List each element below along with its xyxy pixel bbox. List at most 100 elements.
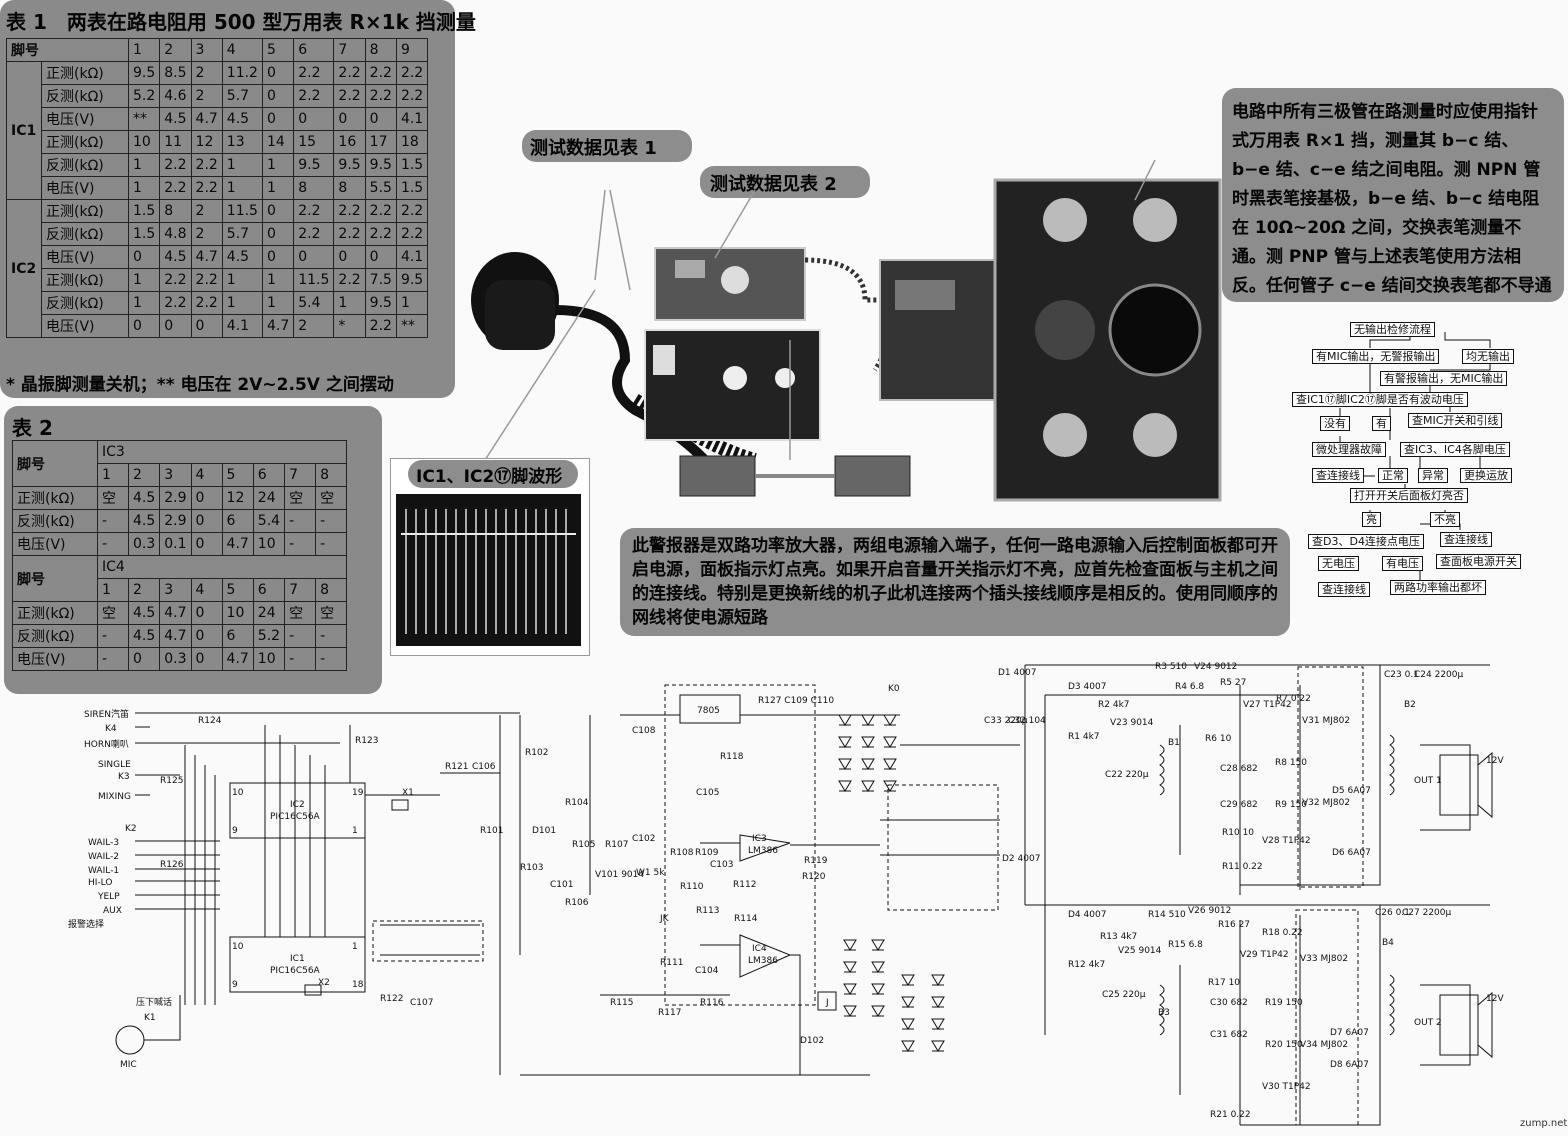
- table-cell: 2.2: [190, 153, 223, 177]
- led-icon: [931, 1040, 945, 1052]
- component-label: D4 4007: [1068, 910, 1106, 920]
- component-label: C108: [632, 726, 656, 736]
- table-cell: 0.1: [159, 532, 192, 556]
- component-label: R101: [480, 826, 503, 836]
- input-label: HORN喇叭: [84, 738, 129, 750]
- table-cell: 0: [190, 624, 223, 648]
- component-label: R119: [804, 856, 828, 866]
- flow-has-voltage: 有电压: [1382, 556, 1423, 571]
- component-label: R3 510: [1155, 662, 1187, 672]
- component-label: V101 9014: [595, 870, 644, 880]
- component-label: C105: [696, 788, 719, 798]
- table-cell: 2.2: [293, 61, 335, 85]
- component-label: R12 4k7: [1068, 960, 1105, 970]
- component-label: R16 27: [1218, 920, 1250, 930]
- row-label: 电压(V): [41, 314, 129, 338]
- component-label: J: [825, 998, 829, 1008]
- input-label: AUX: [103, 906, 122, 916]
- led-icon: [843, 1005, 857, 1017]
- component-label: D1 4007: [998, 668, 1036, 678]
- led-icon: [838, 736, 852, 748]
- table-cell: 4.5: [221, 107, 263, 131]
- input-label: 报警选择: [68, 918, 104, 930]
- pin-number: 8: [364, 38, 397, 62]
- table-cell: 0: [261, 107, 295, 131]
- component-label: R112: [733, 880, 756, 890]
- ic-label: IC1: [6, 61, 42, 200]
- component-label: V29 T1P42: [1240, 950, 1289, 960]
- table-cell: 2.2: [364, 84, 397, 108]
- table-cell: 5.5: [364, 176, 397, 200]
- led-icon: [843, 961, 857, 973]
- component-label: V26 9012: [1188, 906, 1231, 916]
- ic-label: IC2: [6, 199, 42, 338]
- table-cell: 17: [364, 130, 397, 154]
- component-label: R127 C109 C110: [758, 696, 834, 706]
- component-label: R124: [198, 716, 222, 726]
- table-cell: 4.7: [221, 647, 254, 671]
- table-cell: 4.5: [127, 486, 161, 510]
- flow-check-ic34: 查IC3、IC4各脚电压: [1400, 442, 1510, 457]
- table-cell: 0: [159, 314, 192, 338]
- row-label: 反测(kΩ): [12, 624, 98, 648]
- component-label: C30 682: [1210, 998, 1248, 1008]
- pin-label: 10: [232, 942, 244, 952]
- pin-label: 10: [232, 788, 244, 798]
- component-label: C31 682: [1210, 1030, 1248, 1040]
- led-icon: [861, 736, 875, 748]
- component-label: R107: [605, 840, 628, 850]
- component-label: W1 5k: [636, 868, 665, 878]
- pin-label: 19: [352, 788, 364, 798]
- table-cell: *: [333, 314, 366, 338]
- table-cell: -: [97, 624, 129, 648]
- table-cell: 4.7: [221, 532, 254, 556]
- table-cell: 4.6: [159, 84, 192, 108]
- table-cell: 9.5: [395, 268, 429, 292]
- component-label: C103: [710, 860, 733, 870]
- ic2-body: [229, 782, 366, 839]
- table-cell: 4.8: [159, 222, 192, 246]
- input-label: K3: [118, 772, 130, 782]
- table1-footnote: * 晶振脚测量关机；** 电压在 2V~2.5V 之间摆动: [6, 375, 394, 395]
- test-data-2-callout: 测试数据见表 2: [700, 166, 870, 198]
- table-cell: 6: [221, 509, 254, 533]
- component-label: D5 6A07: [1332, 786, 1371, 796]
- component-label: R125: [160, 776, 183, 786]
- pin-number: 3: [159, 578, 192, 602]
- ic-label: 7805: [697, 706, 720, 716]
- table-cell: 2.2: [159, 268, 192, 292]
- table-cell: 4.5: [159, 107, 192, 131]
- led-icon: [843, 983, 857, 995]
- plug-right: [834, 455, 911, 497]
- test-data-1-callout: 测试数据见表 1: [522, 130, 692, 162]
- table-cell: 5.2: [252, 624, 286, 648]
- input-label: K1: [144, 1013, 156, 1023]
- table-cell: -: [97, 647, 129, 671]
- component-label: R103: [520, 863, 543, 873]
- component-label: R105: [572, 840, 595, 850]
- pin-number: 5: [221, 463, 254, 487]
- component-label: R8 150: [1275, 758, 1307, 768]
- table-cell: 4.5: [127, 601, 161, 625]
- flow-mic-no-alarm: 有MIC输出，无警报输出: [1312, 349, 1440, 364]
- component-label: R7 0.22: [1276, 694, 1311, 704]
- led-icon: [861, 780, 875, 792]
- table-cell: 4.1: [395, 245, 429, 269]
- table-cell: 4.7: [190, 107, 223, 131]
- table-cell: 2.2: [333, 268, 366, 292]
- table-cell: 4.5: [221, 245, 263, 269]
- component-label: C23 0.1: [1384, 670, 1419, 680]
- waveform-callout: IC1、IC2⑰脚波形: [408, 460, 578, 488]
- component-label: B1: [1168, 738, 1180, 748]
- led-icon: [883, 714, 897, 726]
- table-cell: -: [97, 509, 129, 533]
- flow-abnormal: 异常: [1418, 468, 1448, 483]
- component-label: R104: [565, 798, 589, 808]
- table-cell: 2: [293, 314, 335, 338]
